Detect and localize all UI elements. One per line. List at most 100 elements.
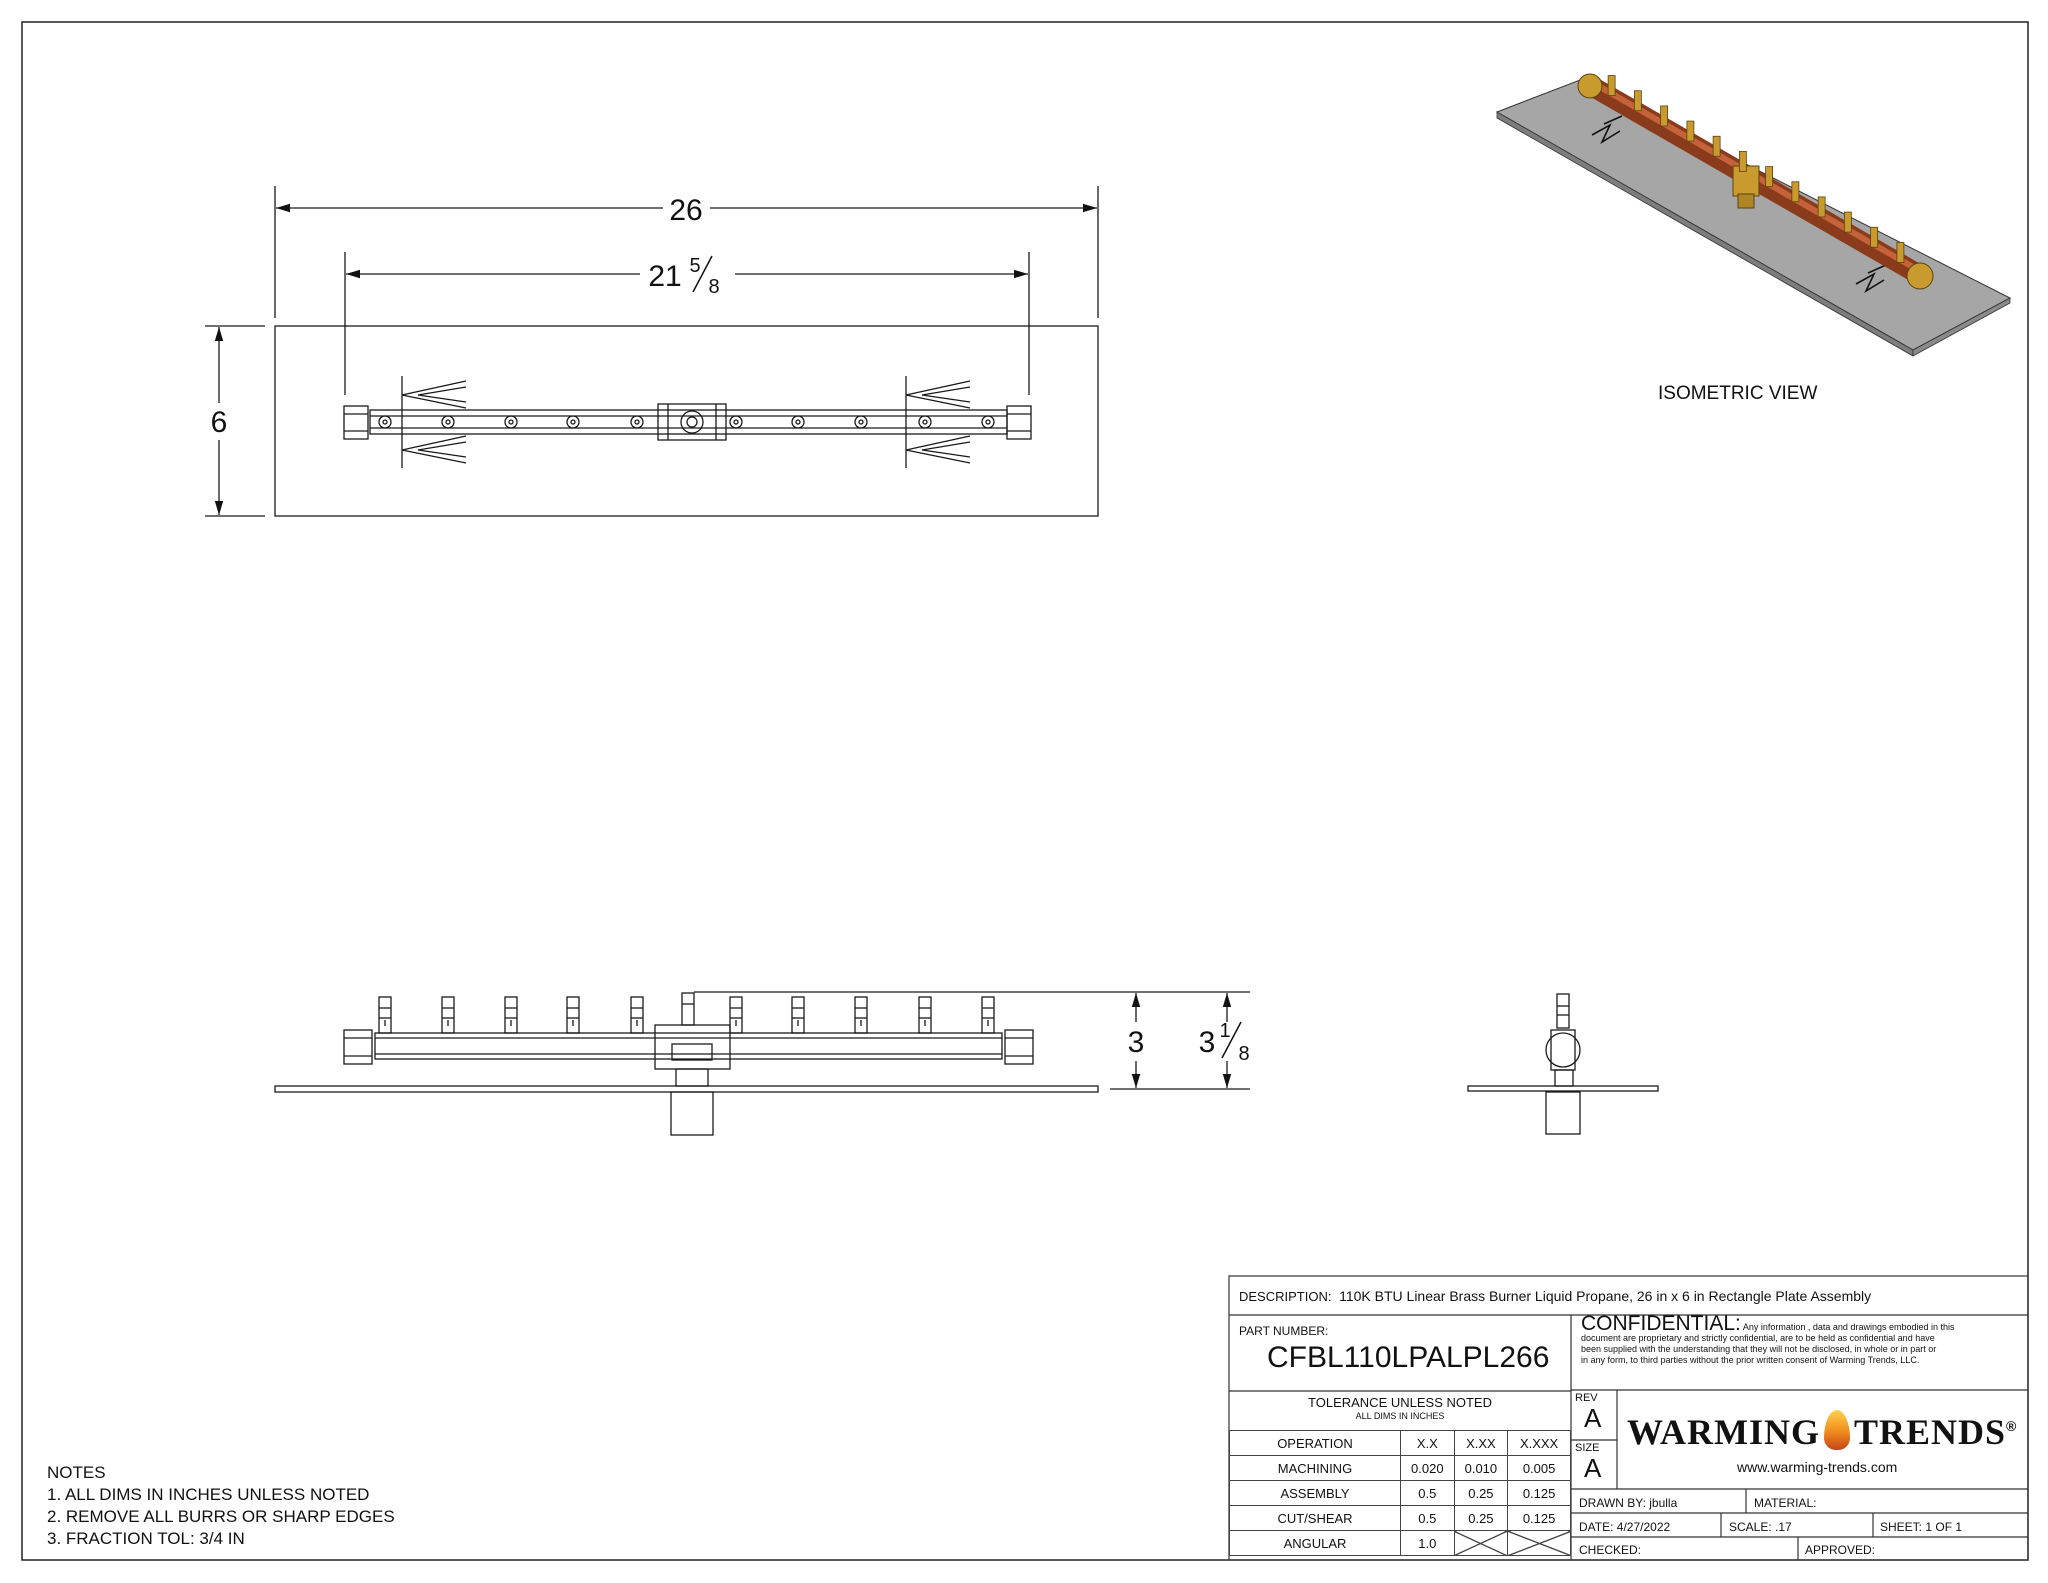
sheet: SHEET: 1 OF 1 — [1880, 1520, 1963, 1534]
iso-jet — [1896, 242, 1905, 263]
description-value: 110K BTU Linear Brass Burner Liquid Prop… — [1339, 1288, 1872, 1304]
flame-icon — [1824, 1410, 1850, 1450]
port-hole — [918, 415, 932, 429]
burner-jet — [854, 996, 868, 1034]
side-tube-section — [1545, 1032, 1581, 1068]
confidential-lead: Any information , data and drawings embo… — [1742, 1322, 1955, 1332]
dim-text-3-1-8-num: 1 — [1219, 1020, 1230, 1042]
burner-jet — [918, 996, 932, 1034]
tolerance-row: MACHINING 0.020 0.010 0.005 — [1229, 1455, 1571, 1481]
dim-text-3-1-8-den: 8 — [1238, 1043, 1249, 1065]
front-plate — [274, 1085, 1099, 1093]
tolerance-cell: CUT/SHEAR — [1229, 1505, 1401, 1531]
tolerance-row: ASSEMBLY 0.5 0.25 0.125 — [1229, 1480, 1571, 1506]
note-2: 2. REMOVE ALL BURRS OR SHARP EDGES — [47, 1507, 395, 1526]
drawn-by: DRAWN BY: jbulla — [1579, 1496, 1678, 1510]
tolerance-cell: 0.010 — [1453, 1455, 1509, 1481]
part-number: CFBL110LPALPL266 — [1267, 1341, 1550, 1374]
dim-text-6: 6 — [211, 406, 228, 439]
iso-plate — [1495, 79, 2012, 351]
iso-jet — [1633, 90, 1642, 112]
tolerance-cell: 1.0 — [1400, 1530, 1455, 1556]
tolerance-row: CUT/SHEAR 0.5 0.25 0.125 — [1229, 1505, 1571, 1531]
burner-jet — [441, 996, 455, 1034]
confidential-line-1: document are proprietary and strictly co… — [1581, 1333, 1935, 1343]
confidential-heading: CONFIDENTIAL: — [1581, 1312, 1741, 1335]
isometric-view-label: ISOMETRIC VIEW — [1658, 383, 1818, 404]
front-burner-tube — [374, 1032, 1003, 1060]
burner-jet — [566, 996, 580, 1034]
tolerance-cell-crossed — [1507, 1530, 1571, 1556]
dim-text-21-num: 5 — [689, 255, 700, 277]
checked: CHECKED: — [1579, 1543, 1642, 1557]
air-shutter-left-bottom — [401, 435, 467, 464]
part-number-label: PART NUMBER: — [1239, 1324, 1329, 1338]
port-hole — [566, 415, 580, 429]
front-gas-inlet — [670, 1091, 714, 1136]
tolerance-cell: 0.25 — [1453, 1480, 1509, 1506]
confidential-line-2: been supplied with the understanding tha… — [1581, 1344, 1937, 1354]
logo-word-warming: WARMING — [1627, 1412, 1820, 1452]
approved: APPROVED: — [1805, 1543, 1876, 1557]
rev-label: REV — [1575, 1392, 1598, 1404]
dim-text-21-den: 8 — [708, 276, 719, 298]
tolerance-cell: 0.005 — [1507, 1455, 1571, 1481]
tolerance-title: TOLERANCE UNLESS NOTED — [1308, 1395, 1492, 1410]
top-center-tee — [657, 403, 727, 441]
tolerance-cell-crossed — [1453, 1530, 1509, 1556]
title-block-lines — [1228, 1275, 2029, 1561]
air-shutter-right-bottom — [905, 435, 971, 464]
front-end-cap-right — [1004, 1029, 1034, 1065]
description-row: DESCRIPTION: 110K BTU Linear Brass Burne… — [1239, 1288, 1871, 1304]
burner-jet — [791, 996, 805, 1034]
notes: NOTES 1. ALL DIMS IN INCHES UNLESS NOTED… — [47, 1462, 395, 1550]
tolerance-cell: ASSEMBLY — [1229, 1480, 1401, 1506]
air-shutter-left-top — [401, 380, 467, 409]
registered-mark: ® — [2006, 1418, 2018, 1434]
sheet-border — [21, 21, 2029, 1561]
port-hole — [441, 415, 455, 429]
size-label: SIZE — [1575, 1442, 1600, 1454]
burner-jet — [981, 996, 995, 1034]
material: MATERIAL: — [1754, 1496, 1817, 1510]
port-hole — [630, 415, 644, 429]
tolerance-cell: 0.25 — [1453, 1505, 1509, 1531]
burner-jet — [504, 996, 518, 1034]
date: DATE: 4/27/2022 — [1579, 1520, 1671, 1534]
air-shutter-right-top — [905, 380, 971, 409]
tolerance-cell: 0.020 — [1400, 1455, 1455, 1481]
port-hole — [378, 415, 392, 429]
side-plate — [1467, 1085, 1659, 1092]
iso-jet — [1817, 196, 1826, 218]
tolerance-subtitle: ALL DIMS IN INCHES — [1355, 1411, 1445, 1421]
dim-text-26: 26 — [669, 194, 702, 227]
front-end-cap-left — [343, 1029, 373, 1065]
iso-end-cap-left — [1577, 73, 1603, 99]
tolerance-cell: MACHINING — [1229, 1455, 1401, 1481]
tolerance-cell: 0.125 — [1507, 1505, 1571, 1531]
iso-jet — [1738, 151, 1747, 172]
iso-jet — [1607, 75, 1616, 96]
front-center-tee — [654, 1024, 731, 1070]
top-view-plate — [274, 325, 1099, 517]
description-label: DESCRIPTION: — [1239, 1289, 1332, 1304]
iso-jet — [1791, 181, 1800, 203]
burner-jet — [630, 996, 644, 1034]
iso-jet — [1660, 105, 1669, 127]
iso-jet — [1712, 135, 1721, 157]
notes-heading: NOTES — [47, 1463, 106, 1482]
tolerance-header-cell: X.XXX — [1507, 1430, 1571, 1456]
tolerance-cell: ANGULAR — [1229, 1530, 1401, 1556]
confidential-block: CONFIDENTIAL: Any information , data and… — [1581, 1313, 2021, 1366]
confidential-line-3: in any form, to third parties without th… — [1581, 1355, 1920, 1365]
dim-text-3-1-8: 3 — [1199, 1026, 1216, 1059]
size-value: A — [1584, 1453, 1602, 1483]
port-hole — [504, 415, 518, 429]
iso-jet — [1686, 120, 1695, 142]
top-end-cap-left — [343, 405, 369, 440]
isometric-view — [1495, 73, 2012, 357]
tolerance-cell: 0.5 — [1400, 1505, 1455, 1531]
iso-jet — [1765, 166, 1774, 187]
